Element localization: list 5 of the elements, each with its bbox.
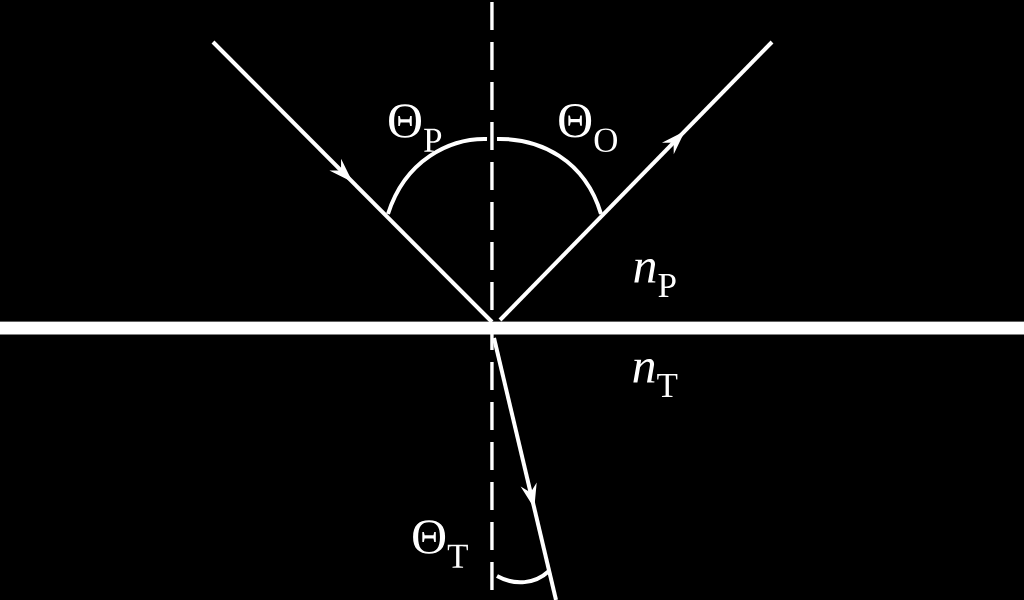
angle-label: Θ$_{O}$ (559, 103, 617, 152)
angle-label: Θ$_{P}$ (389, 104, 442, 152)
angle-label: n$_{P}$ (634, 259, 676, 297)
angle-label: Θ$_{T}$ (413, 520, 468, 568)
angle-label: n$_{T}$ (633, 359, 678, 397)
